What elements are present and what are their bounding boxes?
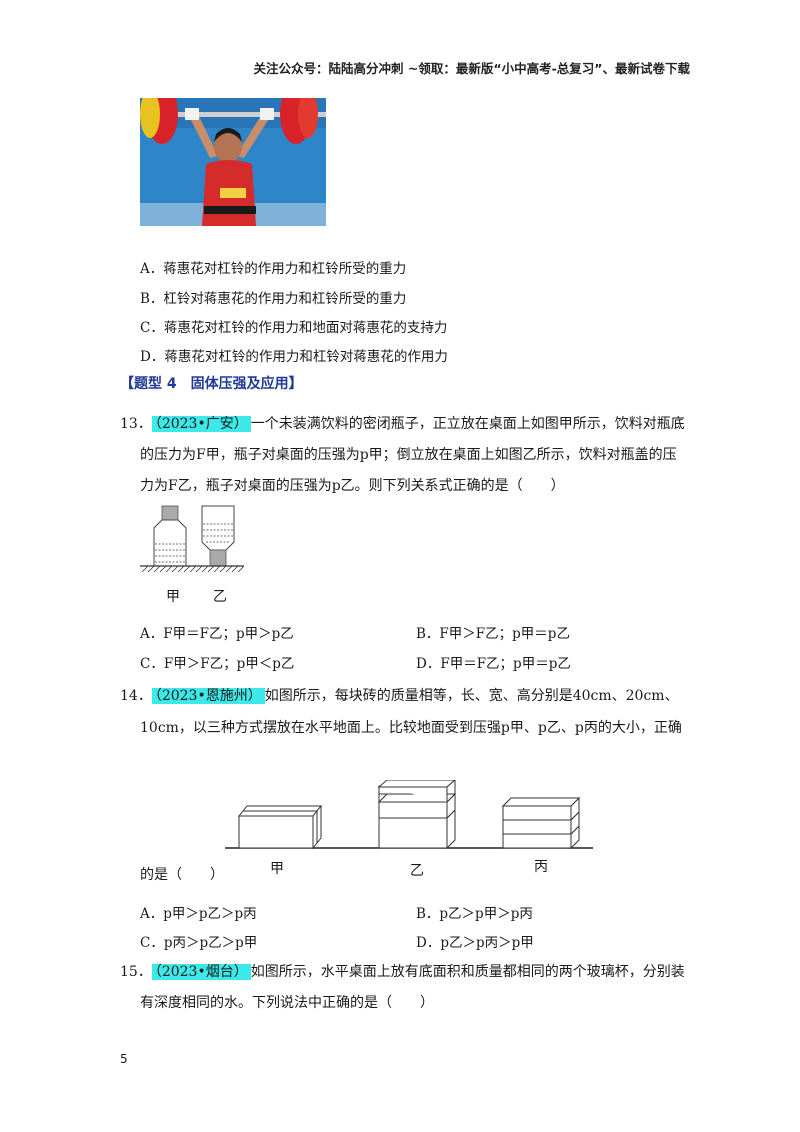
q13-label-jia: 甲: [166, 589, 180, 605]
q13-stem-line2: 的压力为F甲，瓶子对桌面的压强为p甲；倒立放在桌面上如图乙所示，饮料对瓶盖的压: [140, 447, 677, 463]
q14-label-jia: 甲: [270, 861, 284, 877]
section-title: 【题型 4 固体压强及应用】: [120, 376, 303, 392]
q14-number: 14．: [120, 688, 152, 704]
brick-figure: [225, 778, 595, 859]
q12-option-d: D．蒋惠花对杠铃的作用力和杠铃对蒋惠花的作用力: [140, 349, 448, 365]
page-header: 关注公众号：陆陆高分冲刺 ~领取：最新版“小中高考-总复习”、最新试卷下载: [253, 61, 690, 76]
q13-option-c: C．F甲＞F乙；p甲＜p乙: [140, 656, 295, 672]
q13-option-b: B．F甲＞F乙；p甲＝p乙: [416, 626, 570, 642]
q14-option-b: B．p乙＞p甲＞p丙: [416, 906, 533, 922]
q15-stem-line1: 15．（2023•烟台）如图所示，水平桌面上放有底面积和质量都相同的两个玻璃杯，…: [120, 961, 685, 981]
q14-label-bing: 丙: [534, 859, 548, 875]
q14-text: 如图所示，每块砖的质量相等，长、宽、高分别是40cm、20cm、: [264, 688, 679, 704]
bottle-figure: [138, 502, 248, 586]
page-number: 5: [120, 1052, 128, 1066]
weightlifter-photo: [140, 98, 326, 226]
q13-option-a: A．F甲＝F乙；p甲＞p乙: [140, 626, 294, 642]
q15-number: 15．: [120, 964, 152, 980]
q15-stem-line2: 有深度相同的水。下列说法中正确的是（ ）: [140, 995, 434, 1011]
q13-stem-line3: 力为F乙，瓶子对桌面的压强为p乙。则下列关系式正确的是（ ）: [140, 478, 565, 494]
q13-option-d: D．F甲＝F乙；p甲＝p乙: [416, 656, 571, 672]
q13-source: （2023•广安）: [151, 416, 251, 432]
q15-text: 如图所示，水平桌面上放有底面积和质量都相同的两个玻璃杯，分别装: [250, 964, 685, 980]
q13-number: 13．: [120, 416, 152, 432]
q14-stem-line1: 14．（2023•恩施州）如图所示，每块砖的质量相等，长、宽、高分别是40cm、…: [120, 685, 679, 705]
q13-label-yi: 乙: [213, 589, 227, 605]
q12-option-a: A．蒋惠花对杠铃的作用力和杠铃所受的重力: [140, 261, 407, 277]
q14-option-c: C．p丙＞p乙＞p甲: [140, 935, 258, 951]
q12-option-b: B．杠铃对蒋惠花的作用力和杠铃所受的重力: [140, 291, 407, 307]
q13-stem-line1: 13．（2023•广安）一个未装满饮料的密闭瓶子，正立放在桌面上如图甲所示，饮料…: [120, 413, 685, 433]
q14-option-d: D．p乙＞p丙＞p甲: [416, 935, 534, 951]
q14-stem-line3: 的是（ ）: [140, 867, 224, 883]
q13-text: 一个未装满饮料的密闭瓶子，正立放在桌面上如图甲所示，饮料对瓶底: [250, 416, 685, 432]
q14-label-yi: 乙: [410, 863, 424, 879]
q14-stem-line2: 10cm，以三种方式摆放在水平地面上。比较地面受到压强p甲、p乙、p丙的大小，正…: [140, 720, 682, 736]
q12-option-c: C．蒋惠花对杠铃的作用力和地面对蒋惠花的支持力: [140, 320, 448, 336]
q15-source: （2023•烟台）: [151, 964, 251, 980]
q14-source: （2023•恩施州）: [151, 688, 265, 704]
q14-option-a: A．p甲＞p乙＞p丙: [140, 906, 257, 922]
